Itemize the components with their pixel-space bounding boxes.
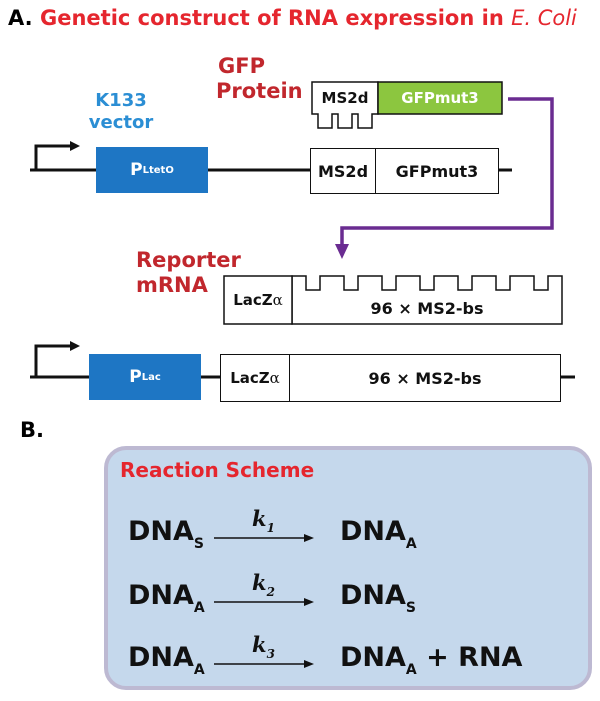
protein-gfp-text: GFPmut3 (401, 89, 479, 107)
tss-arrow-1 (34, 144, 70, 170)
reaction-2-product-sub: S (405, 600, 416, 616)
reaction-3-rate-text: k (252, 632, 267, 657)
promoter-lac-main: P (129, 367, 142, 387)
vector-label: K133 vector (82, 90, 160, 134)
vector-label-line2: vector (88, 112, 154, 133)
reaction-2-reactant-text: DNA (128, 580, 194, 611)
reaction-1-rate: k1 (252, 506, 275, 535)
reaction-3-reactant-text: DNA (128, 642, 194, 673)
reaction-2-product-text: DNA (340, 580, 406, 611)
reaction-1-product: DNAA (340, 516, 417, 552)
reaction-1-reactant: DNAS (128, 516, 204, 552)
reaction-2-rate-text: k (252, 570, 267, 595)
mrna-lacz-box (223, 275, 293, 325)
reaction-3-rate-sub: 3 (266, 647, 275, 661)
title-organism: E. Coli (511, 6, 577, 30)
reaction-3-reactant-sub: A (193, 662, 205, 678)
reaction-3-product: DNAA + RNA (340, 642, 523, 678)
reaction-3-rate: k3 (252, 632, 275, 661)
protein-label-line1: GFP (218, 54, 265, 78)
reaction-1-reactant-text: DNA (128, 516, 194, 547)
gene-ms2d-box: MS2d (310, 148, 376, 194)
protein-ms2d-shape (311, 81, 379, 129)
reaction-scheme-panel (104, 446, 592, 690)
reaction-1-product-text: DNA (340, 516, 406, 547)
part-a-title: Genetic construct of RNA expression in E… (40, 6, 577, 30)
gene-ms2bs-box: 96 × MS2-bs (289, 354, 561, 402)
reaction-2-reactant: DNAA (128, 580, 205, 616)
gene-lacz-word: LacZ (230, 369, 270, 387)
mrna-ms2bs-text: 96 × MS2-bs (370, 298, 484, 318)
mrna-alpha: α (272, 291, 283, 309)
reaction-3-product-text: DNA (340, 642, 406, 673)
protein-gfp-fill (377, 81, 503, 115)
tss-arrowhead-1 (70, 141, 80, 151)
reporter-label-line2: mRNA (136, 273, 208, 297)
reaction-3-product-extra: + RNA (416, 642, 523, 673)
promoter-ltet-main: P (130, 160, 143, 180)
reaction-3-product-sub: A (405, 662, 417, 678)
reaction-1-reactant-sub: S (193, 536, 204, 552)
promoter-lac-sub: Lac (141, 371, 161, 383)
promoter-ltet-sub: LtetO (142, 164, 174, 176)
protein-label: GFP Protein (216, 54, 303, 104)
protein-label-line2: Protein (216, 79, 303, 103)
gene-alpha: α (269, 369, 280, 387)
gene-gfp-box: GFPmut3 (375, 148, 499, 194)
part-b-label: B. (20, 418, 44, 442)
reaction-2-rate-sub: 2 (266, 585, 275, 599)
reaction-1-arrow (214, 534, 314, 542)
tss-arrow-2 (34, 344, 70, 377)
reaction-1-product-sub: A (405, 536, 417, 552)
reaction-2-arrow (214, 598, 314, 606)
reaction-2-reactant-sub: A (193, 600, 205, 616)
reaction-2-product: DNAS (340, 580, 416, 616)
tss-arrowhead-2 (70, 341, 80, 351)
reaction-1-rate-sub: 1 (266, 521, 275, 535)
binding-arrowhead (335, 244, 349, 259)
vector-label-line1: K133 (95, 90, 147, 111)
mrna-lacz-word: LacZ (233, 291, 273, 309)
reaction-scheme-title: Reaction Scheme (120, 458, 315, 482)
reaction-3-reactant: DNAA (128, 642, 205, 678)
binding-arrow (340, 97, 554, 246)
title-text: Genetic construct of RNA expression in (40, 6, 512, 30)
reporter-label-line1: Reporter (136, 248, 241, 272)
protein-ms2d-text: MS2d (321, 89, 369, 107)
reporter-label: Reporter mRNA (136, 248, 241, 298)
reaction-1-rate-text: k (252, 506, 267, 531)
mrna-notched-shape (291, 275, 563, 325)
reaction-3-arrow (214, 660, 314, 668)
reaction-2-rate: k2 (252, 570, 275, 599)
part-a-label: A. (8, 6, 33, 30)
